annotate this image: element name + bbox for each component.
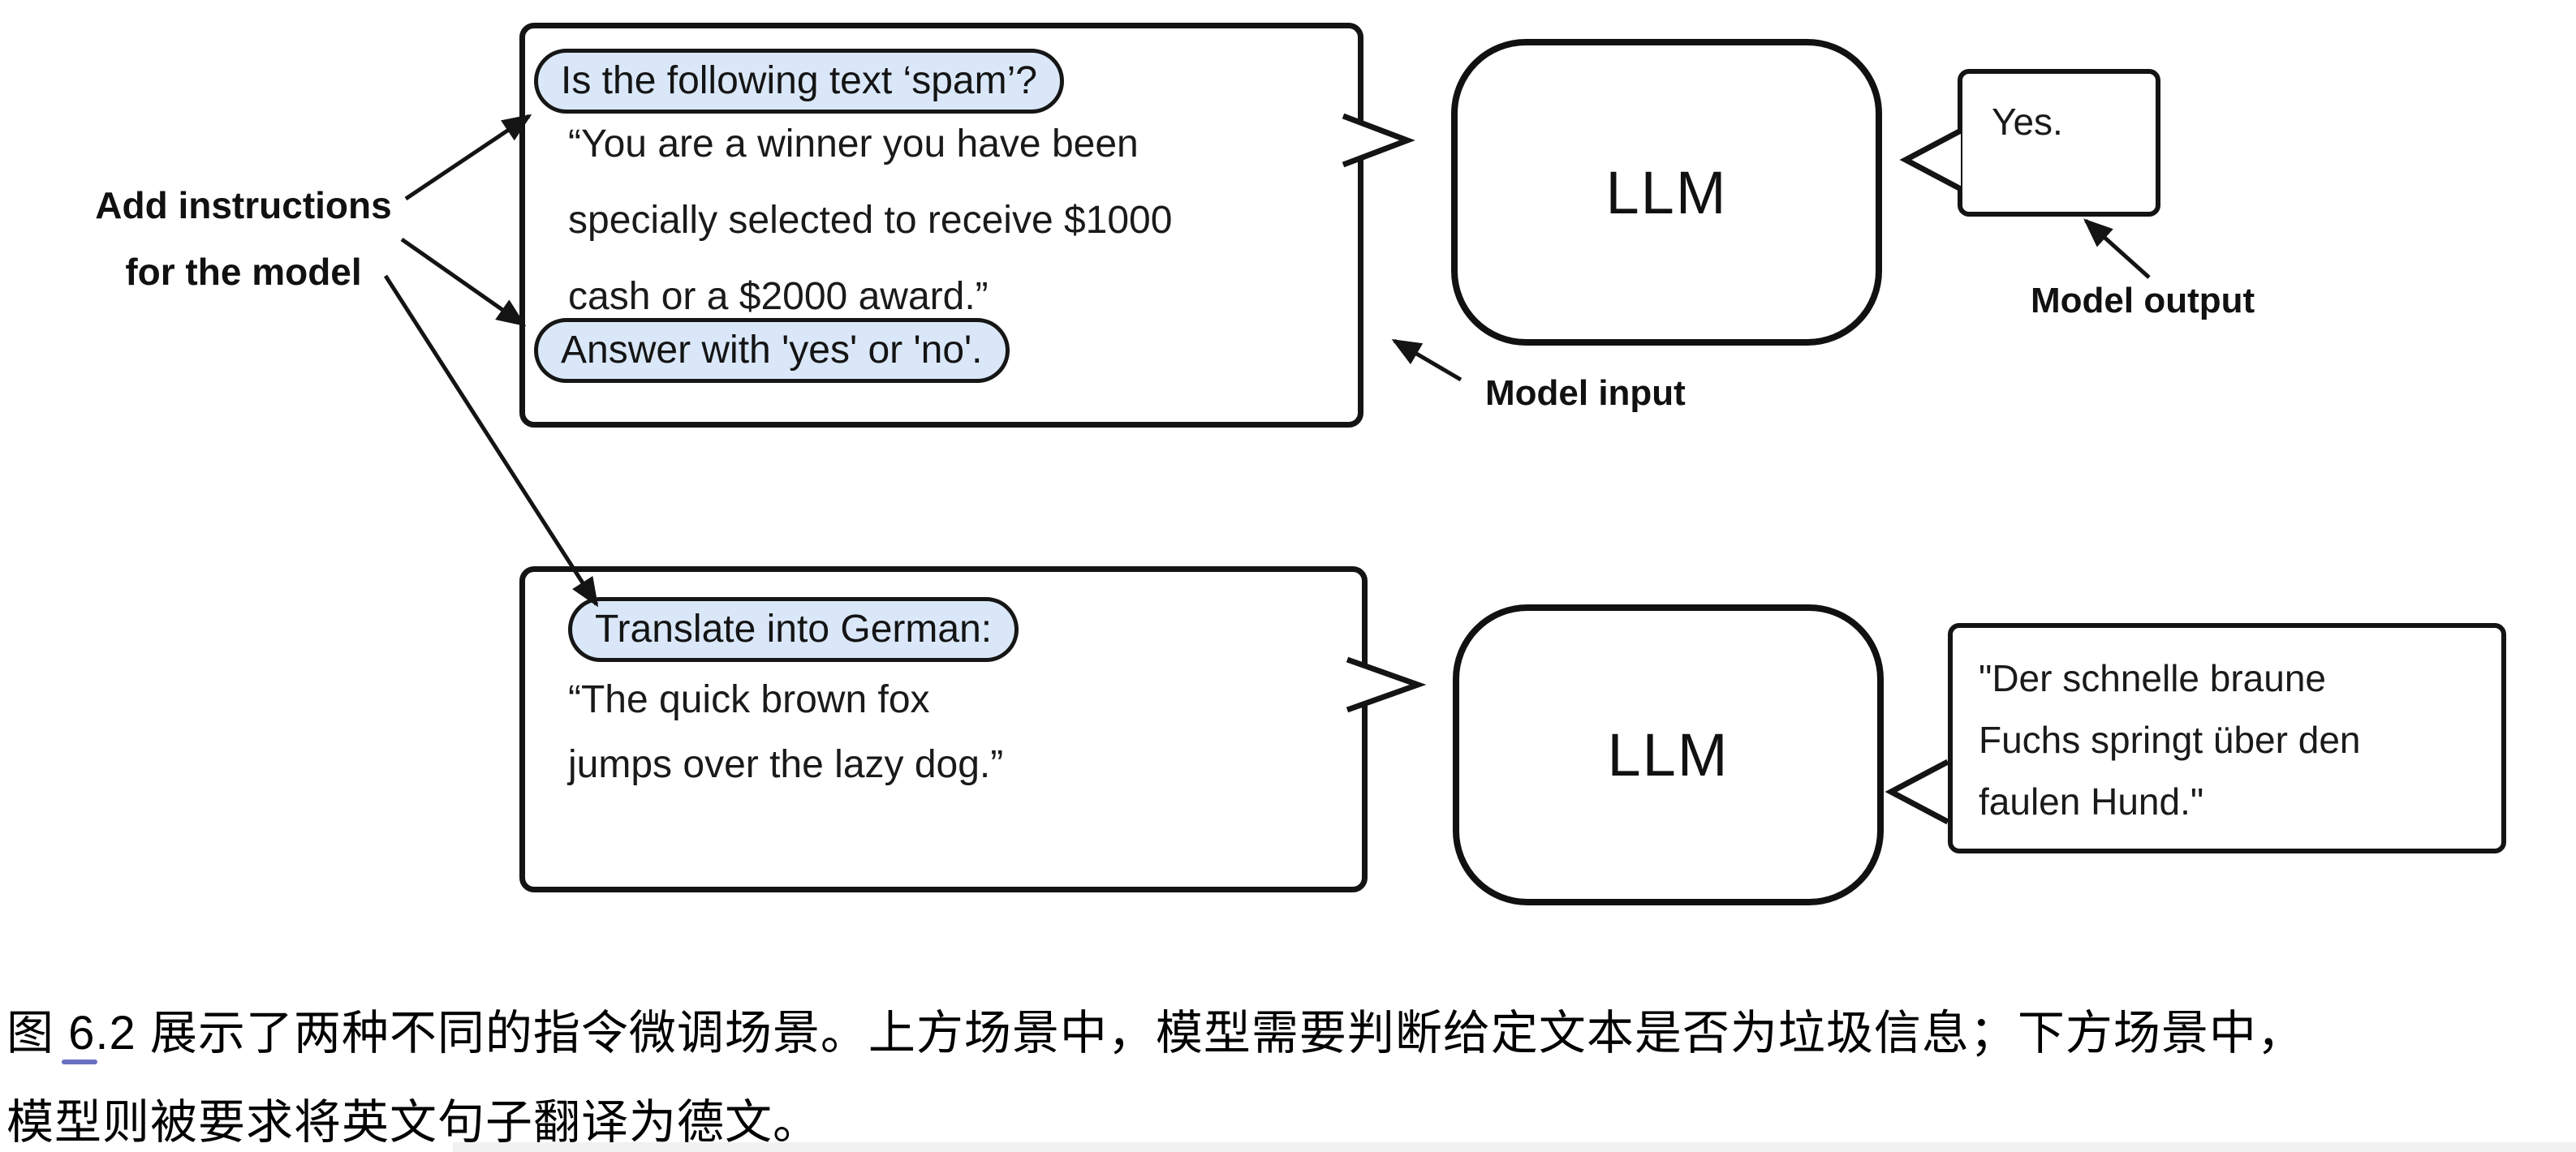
german-output-line: Fuchs springt über den	[1979, 719, 2361, 761]
model-output-bubble-yes	[1958, 69, 2160, 217]
instruction-pill-translate: Translate into German:	[568, 597, 1019, 662]
translation-body-line: “The quick brown fox	[568, 677, 930, 721]
german-output-line: faulen Hund."	[1979, 780, 2204, 823]
add-instructions-label: Add instructions for the model	[73, 172, 414, 305]
arrow-to-instruction-1	[404, 114, 532, 201]
arrow-model-output	[2083, 218, 2151, 279]
model-output-bubble-german	[1948, 623, 2506, 853]
add-instructions-label-line1: Add instructions	[95, 184, 392, 226]
spam-body-line: specially selected to receive $1000	[568, 198, 1173, 242]
instruction-pill-answer-format: Answer with 'yes' or 'no'.	[534, 318, 1010, 383]
arrow-to-instruction-2	[400, 237, 527, 327]
llm-box-top: LLM	[1451, 39, 1882, 346]
german-output-line: "Der schnelle braune	[1979, 657, 2327, 699]
translation-body-text: “The quick brown fox jumps over the lazy…	[568, 667, 1003, 797]
spam-body-line: cash or a $2000 award.”	[568, 274, 989, 318]
speech-tail-left-icon	[1899, 127, 1962, 192]
llm-label: LLM	[1605, 158, 1728, 226]
speech-tail-right-icon	[1342, 113, 1415, 168]
add-instructions-label-line2: for the model	[125, 251, 362, 293]
arrow-model-input	[1391, 338, 1462, 382]
page-bottom-strip	[453, 1142, 2576, 1152]
instruction-pill-spam-question: Is the following text ‘spam’?	[534, 49, 1064, 114]
speech-tail-right-icon	[1346, 656, 1427, 713]
figure-caption-line1: 图 6.2 展示了两种不同的指令微调场景。上方场景中，模型需要判断给定文本是否为…	[6, 1007, 2305, 1060]
llm-box-bottom: LLM	[1453, 604, 1884, 905]
yes-output-text: Yes.	[1992, 101, 2063, 143]
translation-body-line: jumps over the lazy dog.”	[568, 742, 1004, 786]
model-output-label: Model output	[2031, 281, 2255, 320]
speech-tail-left-icon	[1885, 759, 1949, 825]
figure-reference-underline	[62, 1060, 97, 1064]
spam-body-text: “You are a winner you have been speciall…	[568, 105, 1172, 334]
german-output-text: "Der schnelle braune Fuchs springt über …	[1979, 647, 2361, 832]
figure-caption-line2: 模型则被要求将英文句子翻译为德文。	[6, 1096, 821, 1149]
spam-body-line: “You are a winner you have been	[568, 122, 1139, 165]
model-input-label: Model input	[1485, 373, 1686, 413]
llm-label: LLM	[1607, 721, 1730, 789]
